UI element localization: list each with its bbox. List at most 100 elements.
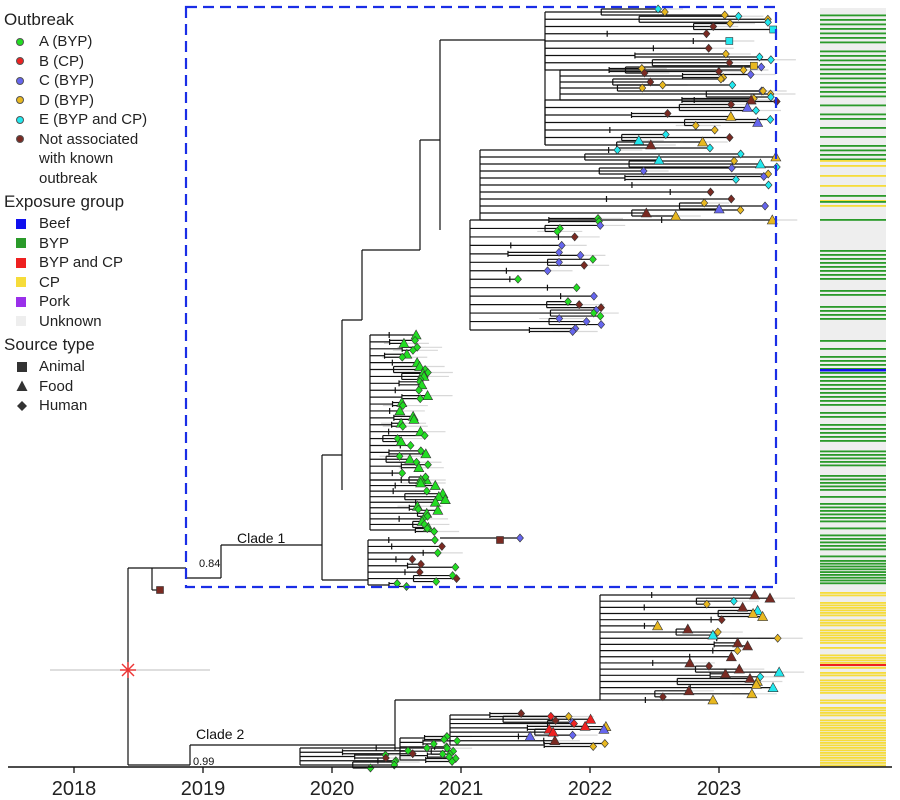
exposure-strip-band (820, 662, 886, 664)
tree-tip-marker (398, 352, 407, 362)
exposure-strip-band (820, 104, 886, 107)
exposure-strip-band (820, 364, 886, 366)
exposure-legend-item: CP (4, 273, 194, 293)
exposure-strip-band (820, 41, 886, 44)
exposure-strip-band (820, 682, 886, 684)
outbreak-dot-icon (16, 37, 24, 46)
tree-tip-marker (422, 486, 431, 496)
exposure-strip-band (820, 154, 886, 156)
exposure-strip-band (820, 639, 886, 642)
tree-tip-marker (732, 175, 740, 184)
tree-tip-marker (398, 421, 407, 431)
exposure-strip-band (820, 496, 886, 498)
exposure-strip-band (820, 565, 886, 568)
tree-tip-marker (766, 55, 775, 65)
exposure-strip-band (820, 764, 886, 767)
exposure-strip-band (820, 266, 886, 268)
tree-tip-marker (691, 121, 700, 130)
tree-tip-marker (759, 172, 768, 181)
exposure-legend-item: BYP and CP (4, 253, 194, 273)
tree-tip-marker (702, 599, 711, 609)
tree-tip-marker (420, 448, 432, 459)
tree-tip-marker (727, 100, 735, 109)
exposure-strip-band (820, 14, 886, 17)
tree-tip-marker (752, 106, 760, 115)
exposure-strip-band (820, 475, 886, 477)
exposure-swatch-icon (16, 218, 26, 229)
exposure-strip-band (820, 254, 886, 256)
tree-tip-marker (424, 460, 432, 470)
exposure-strip-band (820, 574, 886, 576)
exposure-strip-band (820, 555, 886, 558)
tree-tip-marker (764, 17, 772, 27)
exposure-strip-band (820, 372, 886, 374)
exposure-strip-band (820, 258, 886, 260)
outbreak-dot-icon (16, 115, 24, 124)
exposure-strip-band (820, 160, 886, 162)
tree-tip-marker (729, 596, 738, 606)
tree-tip-marker (757, 610, 769, 621)
tree-tip-marker (747, 607, 759, 618)
exposure-strip-band (820, 136, 886, 138)
exposure-swatch-icon (16, 238, 26, 248)
exposure-strip-band (820, 23, 886, 26)
time-axis-tick-label: 2022 (568, 778, 613, 800)
outbreak-legend-item-label: C (BYP) (39, 72, 95, 89)
exposure-strip-band (820, 579, 886, 582)
source-legend-item-label: Animal (39, 358, 85, 375)
tree-tip-marker (752, 116, 764, 127)
exposure-strip-band (820, 73, 886, 75)
tree-tip-marker (720, 10, 729, 20)
time-axis-tick-label: 2018 (52, 778, 97, 800)
tree-tip-marker (733, 663, 745, 674)
exposure-strip-band (820, 729, 886, 732)
exposure-strip-band (820, 77, 886, 80)
tree-tip-marker (453, 736, 462, 746)
tree-tip-marker (719, 668, 731, 679)
exposure-legend-item-label: Unknown (39, 312, 102, 330)
exposure-strip-band (820, 400, 886, 402)
outbreak-dot-icon (16, 135, 24, 143)
exposure-strip-band (820, 737, 886, 739)
tree-tip-marker (440, 735, 448, 744)
tree-tip-marker (496, 536, 504, 544)
exposure-strip-band (820, 609, 886, 612)
outbreak-legend-item-label: B (CP) (39, 52, 84, 70)
tree-tip-marker (721, 49, 730, 59)
tree-tip-marker (744, 672, 756, 683)
exposure-strip-band (820, 388, 886, 390)
source-legend-item-label: Human (39, 397, 88, 414)
exposure-swatch-icon (16, 296, 26, 307)
tree-tip-marker (553, 227, 562, 236)
exposure-strip-band (820, 619, 886, 622)
tree-tip-marker (660, 7, 669, 17)
exposure-strip-band (820, 250, 886, 252)
exposure-strip-band (820, 19, 886, 21)
tree-tip-marker (590, 291, 598, 301)
outbreak-legend-item: B (CP) (4, 52, 194, 72)
tree-tip-marker (416, 446, 425, 456)
exposure-strip-band (820, 64, 886, 66)
exposure-strip-band (820, 576, 886, 579)
exposure-strip-band (820, 637, 886, 639)
exposure-strip-band (820, 396, 886, 398)
exposure-strip-band (820, 404, 886, 406)
tree-tip-marker (773, 666, 785, 677)
tree-tip-marker (773, 633, 782, 643)
tree-tip-marker (661, 130, 670, 139)
exposure-swatch-icon (16, 257, 26, 268)
exposure-swatch-icon (16, 316, 26, 326)
tree-tip-marker (432, 504, 444, 515)
tree-tip-marker (423, 743, 431, 753)
tree-tip-marker (764, 180, 773, 190)
tree-tip-marker (572, 283, 581, 293)
tree-tip-marker (406, 441, 415, 450)
tree-tip-marker (739, 65, 748, 75)
tree-tip-marker (576, 250, 585, 260)
exposure-strip-band (820, 82, 886, 84)
tree-tip-marker (555, 314, 564, 323)
tree-tip-marker (705, 661, 713, 671)
tree-tip-marker (750, 678, 762, 689)
tree-tip-marker (588, 254, 597, 264)
exposure-strip-band (820, 707, 886, 709)
